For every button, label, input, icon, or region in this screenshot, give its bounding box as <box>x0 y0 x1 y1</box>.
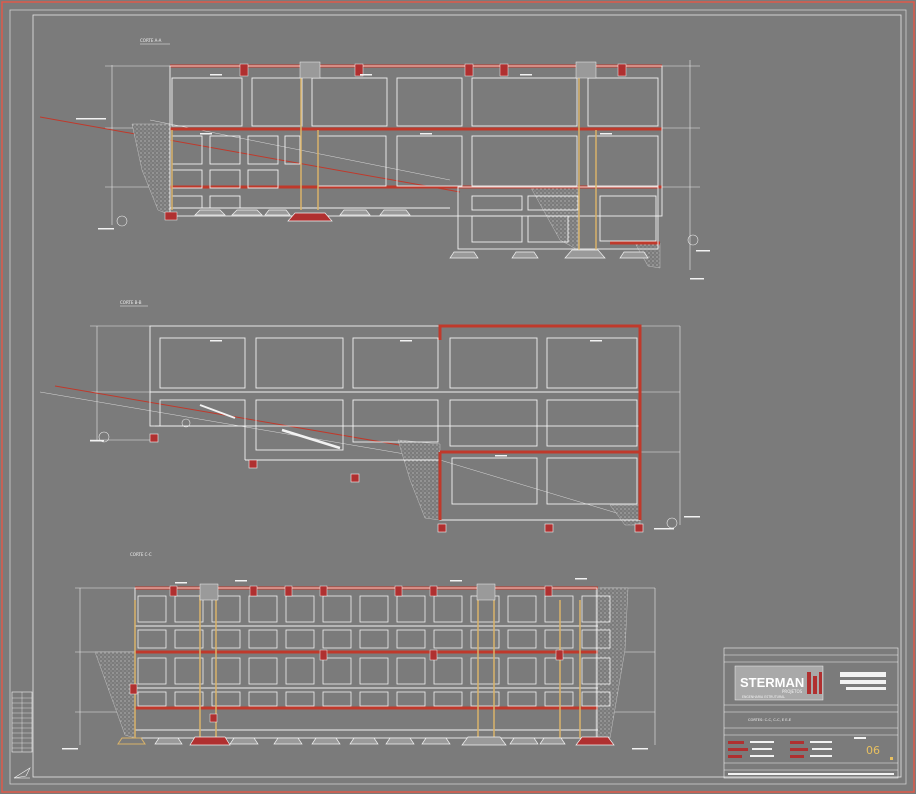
grid-cell <box>248 691 278 707</box>
sheet-number: 06 <box>866 744 880 757</box>
grid-cell <box>248 657 278 685</box>
grid-cell <box>137 629 167 649</box>
north-arrow-icon <box>13 767 31 779</box>
grid-cell <box>581 629 611 649</box>
grid-cell <box>470 629 500 649</box>
grid-cell <box>211 691 241 707</box>
grid-cell <box>322 595 352 623</box>
grid-cell <box>581 691 611 707</box>
grid-cell <box>581 657 611 685</box>
section-a-title: CORTE A-A <box>140 38 162 43</box>
grid-cell <box>174 657 204 685</box>
grid-cell <box>396 595 426 623</box>
grid-cell <box>507 629 537 649</box>
company-sub: PROJETOS <box>782 689 803 694</box>
grid-cell <box>137 657 167 685</box>
grid-cell <box>433 629 463 649</box>
section-b: CORTE B-B <box>39 300 700 533</box>
grid-cell <box>285 629 315 649</box>
grid-cell <box>285 691 315 707</box>
grid-cell <box>544 595 574 623</box>
grid-cell <box>396 657 426 685</box>
grid-cell <box>433 595 463 623</box>
section-c-title: CORTE C-C <box>130 552 152 557</box>
grid-cell <box>470 691 500 707</box>
grid-cell <box>396 629 426 649</box>
section-a: CORTE A-A <box>39 38 710 280</box>
grid-cell <box>359 691 389 707</box>
grid-cell <box>174 629 204 649</box>
grid-cell <box>581 595 611 623</box>
grid-cell <box>174 595 204 623</box>
rebar-table <box>11 691 33 753</box>
company-tagline: ENGENHARIA ESTRUTURAL <box>742 695 785 699</box>
grid-cell <box>507 595 537 623</box>
title-block: STERMAN PROJETOS ENGENHARIA ESTRUTURAL C… <box>723 647 899 779</box>
grid-cell <box>544 657 574 685</box>
grid-cell <box>544 691 574 707</box>
section-c: CORTE C-C <box>62 552 656 750</box>
grid-cell <box>211 595 241 623</box>
grid-cell <box>248 629 278 649</box>
grid-cell <box>544 629 574 649</box>
grid-cell <box>285 595 315 623</box>
drawing-title: CORTES: C-C, C-C, E E-E <box>748 718 792 722</box>
drawing-frame <box>32 14 902 778</box>
grid-cell <box>470 657 500 685</box>
grid-cell <box>359 629 389 649</box>
company-name: STERMAN <box>740 675 804 690</box>
grid-cell <box>507 657 537 685</box>
grid-cell <box>137 595 167 623</box>
inner-border <box>9 9 907 785</box>
section-b-title: CORTE B-B <box>120 300 142 305</box>
grid-cell <box>396 691 426 707</box>
grid-cell <box>174 691 204 707</box>
grid-cell <box>322 629 352 649</box>
grid-cell <box>211 629 241 649</box>
grid-cell <box>359 657 389 685</box>
company-logo-mark <box>807 672 822 694</box>
grid-cell <box>137 691 167 707</box>
grid-cell <box>322 691 352 707</box>
grid-cell <box>359 595 389 623</box>
grid-cell <box>433 691 463 707</box>
grid-cell <box>322 657 352 685</box>
grid-cell <box>433 657 463 685</box>
grid-cell <box>248 595 278 623</box>
grid-cell <box>211 657 241 685</box>
grid-cell <box>285 657 315 685</box>
grid-cell <box>507 691 537 707</box>
